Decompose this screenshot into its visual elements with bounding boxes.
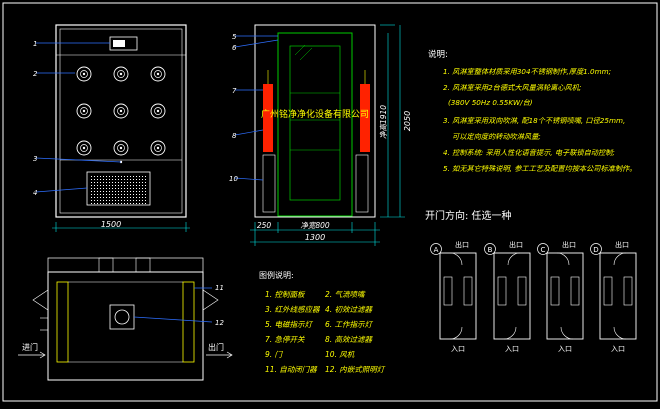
legend-item: 1. 控制面板 (265, 290, 306, 299)
air-nozzle (113, 66, 129, 82)
front-view (35, 24, 190, 232)
legend-item: 7. 急停开关 (265, 335, 305, 344)
door-option-letter: A (434, 246, 439, 254)
legend-item: 5. 电磁指示灯 (265, 320, 314, 329)
dim-front-width: 1500 (101, 220, 121, 229)
nozzle-grid (76, 66, 166, 156)
door-option-exit: 出口 (615, 240, 629, 249)
door-option-letter: D (593, 246, 598, 254)
door (277, 32, 353, 217)
legend-item: 12. 内嵌式照明灯 (325, 365, 386, 374)
plan-entry-label: 进门 (22, 342, 38, 352)
legend-item: 11. 自动闭门器 (265, 365, 318, 374)
legend-title: 图例说明: (259, 270, 294, 280)
door-option-exit: 出口 (509, 240, 523, 249)
notes-title: 说明: (428, 49, 448, 60)
air-nozzle (150, 66, 166, 82)
note-line: 可以定向度的转动吹淋风量; (452, 132, 541, 141)
legend-item: 9. 门 (265, 350, 284, 359)
side-view (234, 24, 405, 246)
callout-4: 4 (33, 189, 37, 197)
company-watermark: 广州铭净净化设备有限公司 (261, 108, 369, 120)
callout-12: 12 (215, 319, 224, 327)
legend-item: 6. 工作指示灯 (325, 320, 374, 329)
callout-11: 11 (215, 284, 224, 292)
air-nozzle (113, 140, 129, 156)
dim-door-net-height: 净高1910 (379, 105, 388, 139)
callout-7: 7 (232, 87, 237, 95)
callout-10: 10 (229, 175, 238, 183)
door-option-letter: C (541, 246, 546, 254)
air-nozzle (150, 140, 166, 156)
notes-block: 说明: 1. 风淋室整体材质采用304不锈钢制作,厚度1.0mm; 2. 风淋室采用… (428, 49, 636, 173)
note-line: 4. 控制系统: 采用人性化语音提示, 电子联锁自动控制; (443, 148, 615, 157)
door-direction-title: 开门方向: 任选一种 (425, 209, 512, 222)
legend-item: 10. 风机 (325, 350, 355, 359)
dim-side-offset: 250 (257, 221, 272, 230)
dim-door-net-width: 净宽800 (300, 221, 330, 230)
air-nozzle (113, 103, 129, 119)
legend-item: 8. 高效过滤器 (325, 335, 374, 344)
primary-filter (86, 171, 151, 206)
door-option-exit: 出口 (455, 240, 469, 249)
door-option-entry: 入口 (611, 345, 625, 353)
air-nozzle (76, 66, 92, 82)
callout-5: 5 (232, 33, 237, 41)
legend-block: 图例说明: 1. 控制面板 2. 气流喷嘴 3. 红外线感应器 4. 初效过滤器 5. 电… (259, 270, 386, 374)
door-option-letter: B (488, 246, 493, 254)
door-option-entry: 入口 (558, 345, 572, 353)
door-option-exit: 出口 (562, 240, 576, 249)
legend-item: 4. 初效过滤器 (325, 305, 374, 314)
control-panel (109, 36, 138, 51)
fan-left (263, 84, 273, 152)
plan-view (18, 257, 233, 381)
door-option-entry: 入口 (505, 345, 519, 353)
callout-3: 3 (33, 155, 37, 163)
air-nozzle (76, 140, 92, 156)
note-line: 1. 风淋室整体材质采用304不锈钢制作,厚度1.0mm; (443, 67, 611, 76)
note-line: 2. 风淋室采用2台德式大风量涡轮离心风机; (443, 83, 581, 92)
dim-side-depth: 1300 (305, 233, 325, 242)
callout-2: 2 (33, 70, 38, 78)
air-nozzle (150, 103, 166, 119)
dim-total-height: 2050 (403, 111, 412, 131)
legend-item: 2. 气流喷嘴 (325, 290, 366, 299)
callout-1: 1 (33, 40, 37, 48)
fan-right (360, 84, 370, 152)
air-nozzle (76, 103, 92, 119)
plan-exit-label: 出门 (208, 342, 224, 352)
callout-8: 8 (232, 132, 237, 140)
legend-item: 3. 红外线感应器 (265, 305, 321, 314)
drawing-border (2, 2, 658, 402)
note-line: (380V 50Hz 0.55KW/台) (448, 98, 533, 107)
door-option-entry: 入口 (451, 345, 465, 353)
note-line: 3. 风淋室采用双向吹淋, 配18个不锈钢喷嘴, 口径25mm, (443, 116, 625, 125)
embedded-lamp (109, 304, 135, 330)
note-line: 5. 如无其它特殊说明, 参工工艺及配置均按本公司标准制作。 (443, 164, 636, 173)
callout-6: 6 (232, 44, 237, 52)
